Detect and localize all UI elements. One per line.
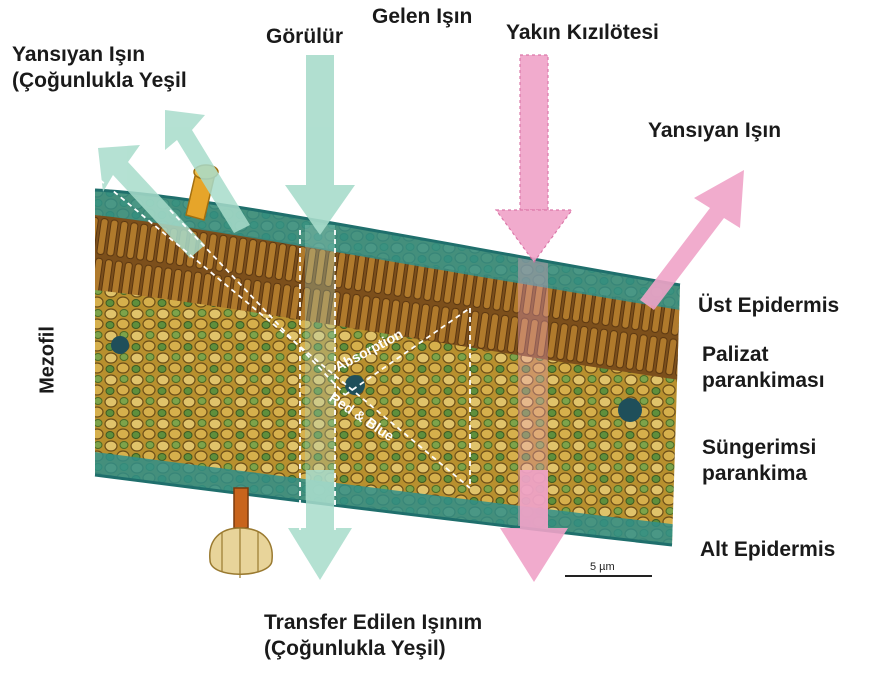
label-sungerimsi-line2: parankima <box>702 461 816 487</box>
label-yansiyan-left-line1: Yansıyan Işın <box>12 42 187 68</box>
label-yansiyan-left-line2: (Çoğunlukla Yeşil <box>12 68 187 94</box>
incoming-visible-arrow <box>285 55 355 235</box>
label-sungerimsi: Süngerimsi parankima <box>702 435 816 488</box>
label-alt-epidermis: Alt Epidermis <box>700 537 835 563</box>
label-palizat-line2: parankiması <box>702 368 825 394</box>
dark-cell <box>618 398 642 422</box>
lower-gland <box>210 488 272 578</box>
label-sungerimsi-line1: Süngerimsi <box>702 435 816 461</box>
scale-label: 5 µm <box>590 561 615 573</box>
label-yansiyan-left: Yansıyan Işın (Çoğunlukla Yeşil <box>12 42 187 95</box>
label-mezofil: Mezofil <box>37 326 60 394</box>
label-gorulur: Görülür <box>266 24 343 50</box>
label-palizat: Palizat parankiması <box>702 342 825 395</box>
label-yakin-kizilotesi: Yakın Kızılötesi <box>506 20 659 46</box>
label-transfer-line1: Transfer Edilen Işınım <box>264 610 482 636</box>
label-gelen-isin: Gelen Işın <box>372 4 472 30</box>
label-transfer: Transfer Edilen Işınım (Çoğunlukla Yeşil… <box>264 610 482 663</box>
dark-cell <box>111 336 129 354</box>
reflected-nir-arrow <box>640 170 744 310</box>
label-palizat-line1: Palizat <box>702 342 825 368</box>
incoming-nir-arrow <box>496 55 572 262</box>
label-yansiyan-right: Yansıyan Işın <box>648 118 781 144</box>
label-transfer-line2: (Çoğunlukla Yeşil) <box>264 636 482 662</box>
scale-bar: 5 µm <box>565 561 652 576</box>
label-ust-epidermis: Üst Epidermis <box>698 293 839 319</box>
